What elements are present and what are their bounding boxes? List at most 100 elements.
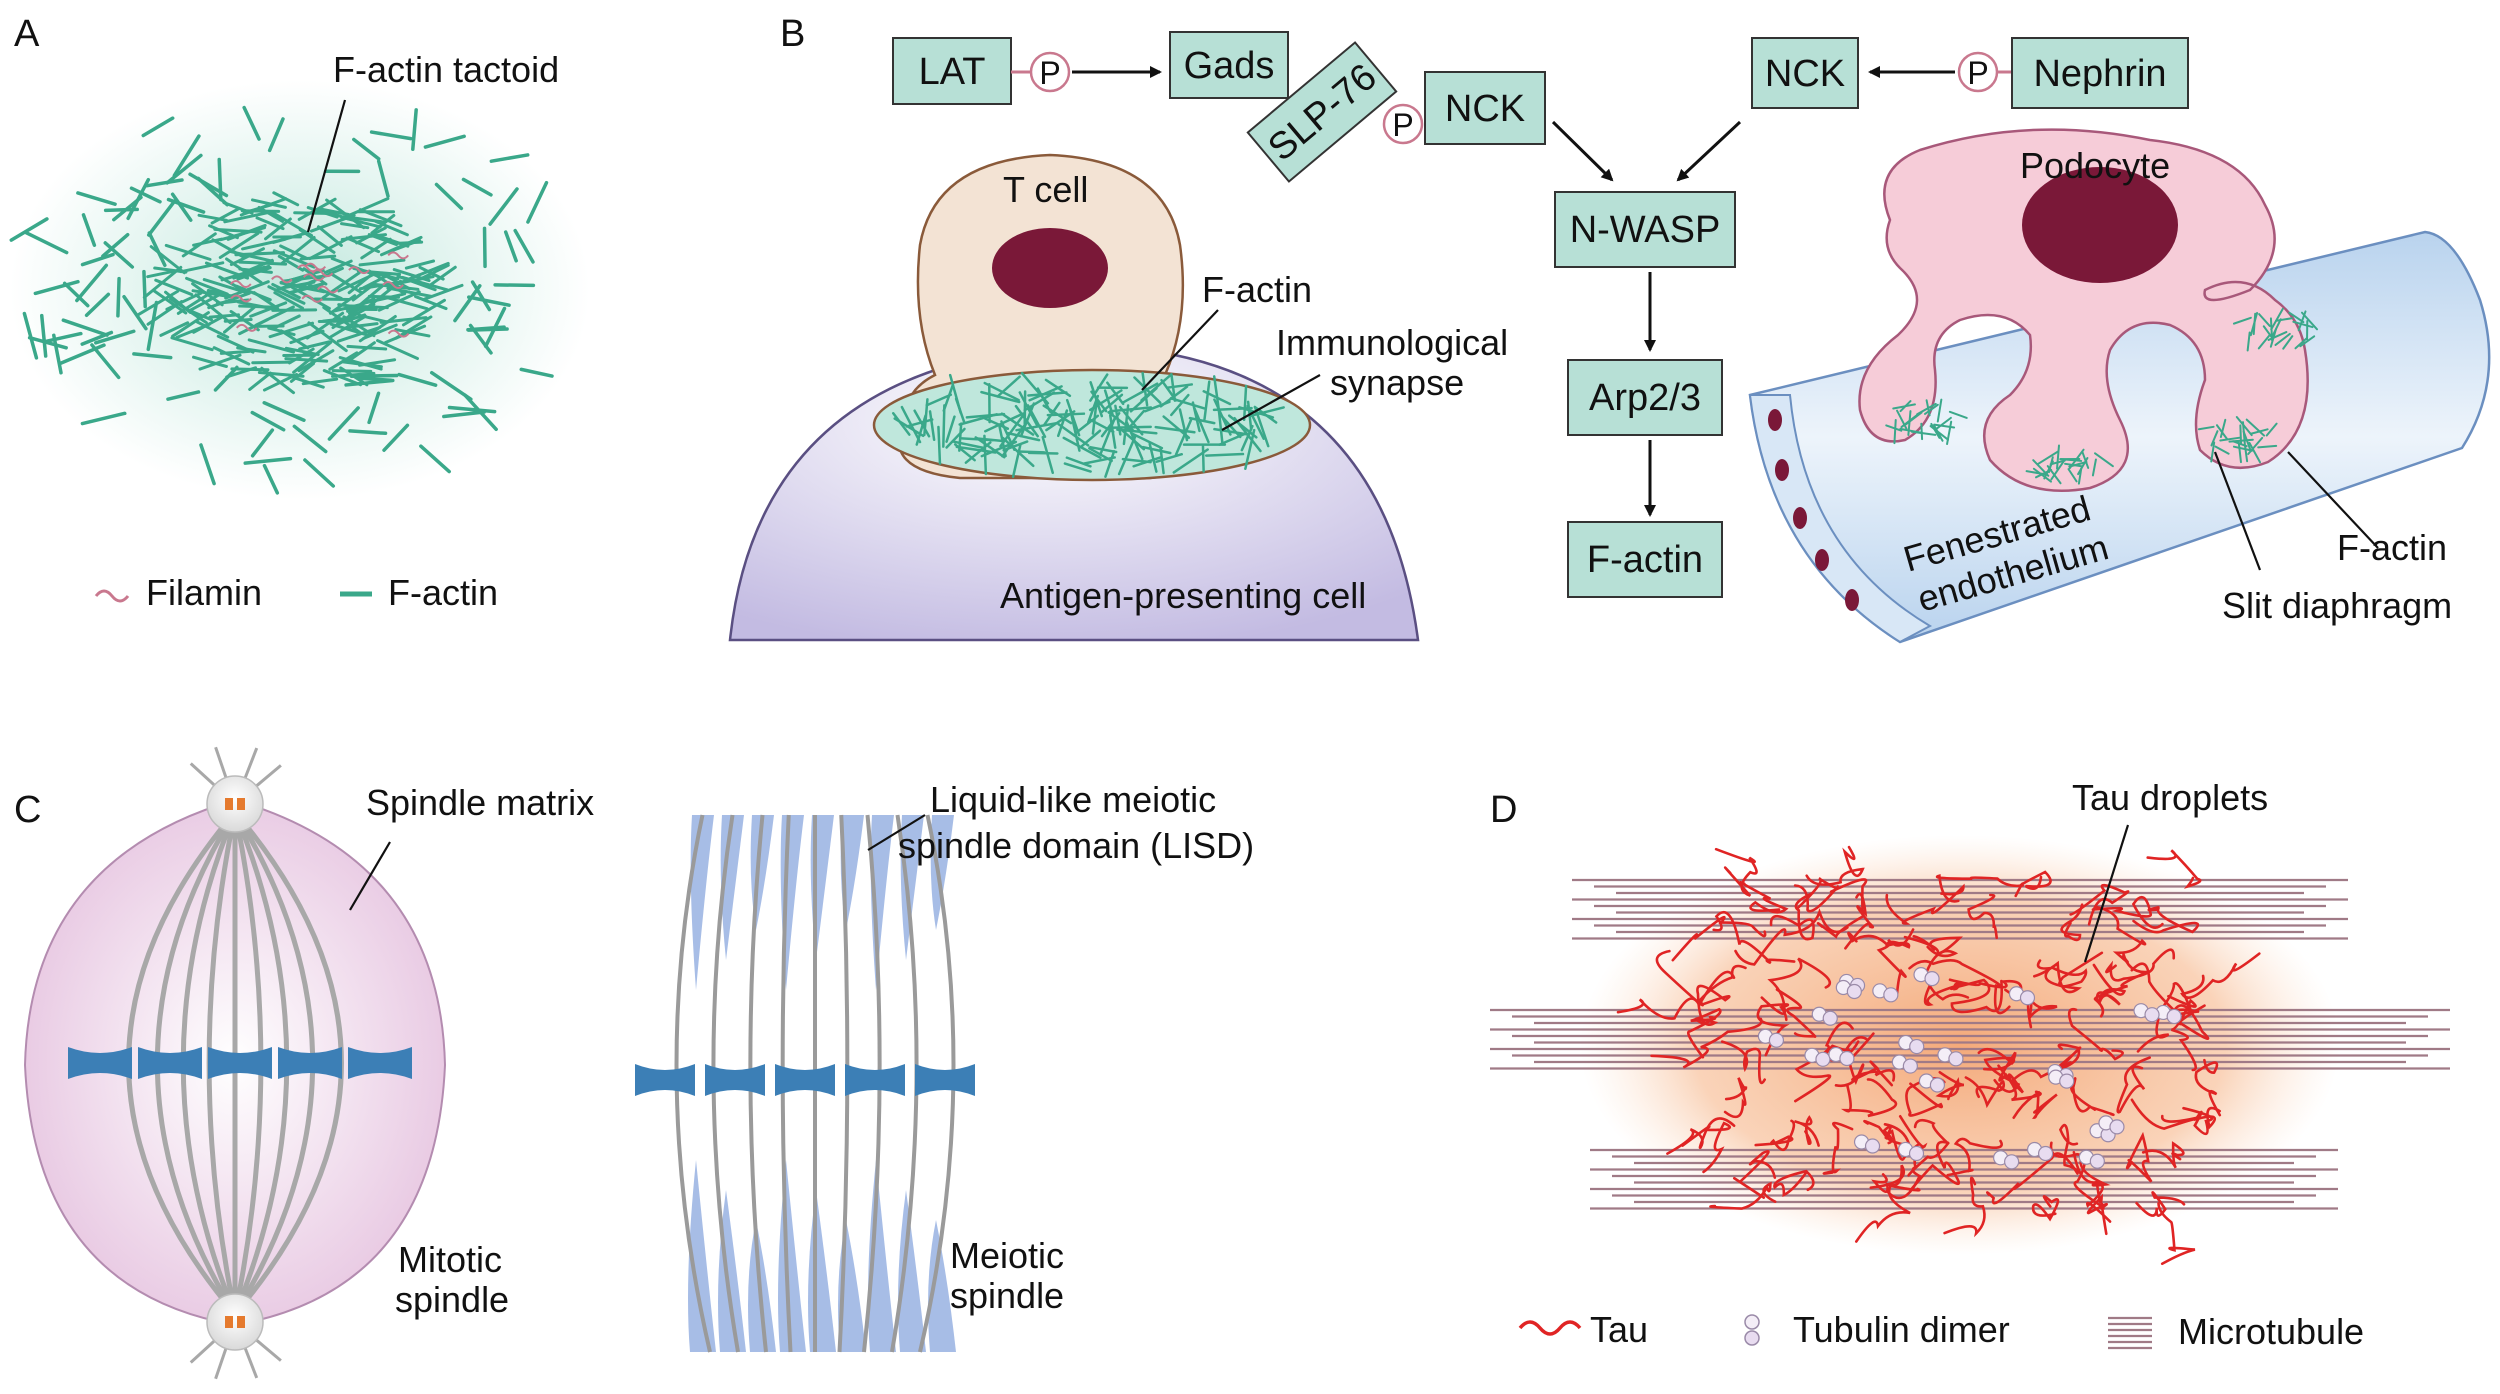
immunological-synapse bbox=[872, 368, 1312, 482]
tubulin-monomer bbox=[1908, 1145, 1925, 1162]
synapse-rod bbox=[1116, 428, 1158, 435]
factin-rod bbox=[466, 325, 506, 332]
factin-rod bbox=[170, 192, 193, 222]
factin-rod bbox=[243, 456, 293, 465]
filamin bbox=[316, 285, 339, 294]
factin-rod bbox=[287, 282, 325, 295]
apc-label: Antigen-presenting cell bbox=[1000, 575, 1366, 616]
factin-rod bbox=[369, 130, 413, 141]
synapse-rod bbox=[1001, 436, 1035, 468]
factin-rod bbox=[382, 423, 410, 452]
tau-strand bbox=[1946, 1137, 2003, 1177]
synapse-rod bbox=[1238, 406, 1275, 419]
factin-rod bbox=[197, 213, 229, 222]
factin-rod bbox=[81, 213, 97, 247]
podocyte-rod bbox=[2049, 459, 2066, 466]
tubulin-monomer bbox=[1864, 1138, 1881, 1154]
filamin bbox=[302, 273, 325, 282]
tubulin-legend-icon bbox=[1744, 1314, 1760, 1346]
factin-rod bbox=[179, 261, 225, 274]
tau-strand bbox=[1943, 1176, 1986, 1238]
synapse-rod bbox=[974, 437, 1005, 443]
factin-rod bbox=[199, 443, 216, 486]
factin-rod bbox=[284, 357, 329, 363]
podocyte-rod bbox=[2282, 335, 2294, 350]
factin-rod bbox=[349, 341, 376, 361]
factin-rod bbox=[298, 340, 331, 351]
tau-strand bbox=[2180, 952, 2261, 999]
factin-rod bbox=[146, 300, 184, 326]
podocyte-rod bbox=[2270, 307, 2284, 331]
factin-rod bbox=[467, 295, 511, 307]
legend-tubulin: Tubulin dimer bbox=[1793, 1309, 2010, 1350]
factin-rod bbox=[251, 360, 293, 365]
synapse-factin bbox=[891, 371, 1285, 478]
legend-tau: Tau bbox=[1590, 1309, 1648, 1350]
chromosome bbox=[348, 1047, 412, 1079]
podocyte-rod bbox=[2237, 441, 2242, 464]
tau-strand bbox=[2146, 849, 2202, 889]
podocyte-rod bbox=[1929, 425, 1950, 441]
factin-rod bbox=[301, 377, 339, 386]
tubulin-monomer bbox=[1948, 1051, 1964, 1067]
lisd-label-1: Liquid-like meiotic bbox=[930, 779, 1216, 820]
lisd-plume bbox=[900, 815, 924, 960]
synapse-rod bbox=[1227, 414, 1258, 439]
factin-rod bbox=[513, 228, 535, 264]
tau-strand bbox=[2157, 1202, 2196, 1266]
factin-rod bbox=[308, 235, 353, 261]
tau-strand bbox=[1885, 883, 1965, 925]
synapse-rod bbox=[952, 440, 986, 450]
tau-strand bbox=[1793, 877, 1840, 913]
factin-rod bbox=[234, 251, 286, 257]
synapse-rod bbox=[1011, 443, 1022, 478]
tau-strand bbox=[1694, 984, 1731, 1026]
factin-rod bbox=[357, 376, 393, 383]
tau-strand bbox=[2091, 895, 2164, 929]
factin-rod bbox=[303, 458, 336, 488]
synapse-rod bbox=[1062, 436, 1102, 459]
synapse-rod bbox=[1244, 428, 1256, 470]
factin-rod bbox=[367, 294, 400, 299]
factin-rod bbox=[322, 369, 363, 387]
synapse-label-1: Immunological bbox=[1276, 322, 1508, 363]
synapse-rod bbox=[937, 425, 942, 465]
endothelial-nucleus bbox=[1793, 507, 1807, 529]
tau-strand bbox=[1816, 878, 1868, 939]
tau-strand bbox=[1840, 1078, 1898, 1118]
endothelial-nuclei bbox=[1768, 409, 1859, 611]
factin-rod bbox=[358, 208, 403, 228]
factin-rod bbox=[192, 355, 228, 368]
factin-rod bbox=[376, 339, 419, 361]
tau-strand bbox=[1967, 893, 1998, 940]
factin-rod bbox=[356, 269, 402, 276]
lisd-plume bbox=[748, 1220, 776, 1352]
meiotic-label-1: Meiotic bbox=[950, 1235, 1064, 1276]
synapse-rod bbox=[1057, 422, 1090, 447]
synapse-rod bbox=[1088, 447, 1113, 463]
factin-rod bbox=[185, 276, 229, 296]
factin-rod bbox=[223, 210, 272, 224]
filamin bbox=[382, 280, 404, 289]
tau-strand bbox=[2095, 905, 2147, 964]
tubulin-monomer bbox=[1929, 1077, 1946, 1093]
synapse-rod bbox=[1104, 450, 1116, 478]
tau-strand bbox=[2132, 906, 2200, 934]
t-cell-label: T cell bbox=[1003, 169, 1088, 210]
synapse-rod bbox=[1065, 456, 1092, 468]
factin-rod bbox=[348, 282, 387, 316]
filamin bbox=[387, 329, 410, 338]
tau-strand bbox=[1723, 1077, 1748, 1119]
factin-rod bbox=[166, 390, 201, 401]
gads-box: Gads bbox=[1169, 31, 1289, 99]
synapse-rod bbox=[1169, 397, 1206, 410]
factin-rod bbox=[142, 265, 183, 299]
panel-b-letter: B bbox=[780, 13, 805, 55]
factin-rod bbox=[360, 237, 392, 260]
tau-strand bbox=[1769, 891, 1815, 941]
factin-rod bbox=[385, 296, 429, 311]
legend-factin: F-actin bbox=[388, 572, 498, 613]
endothelial-nucleus bbox=[1845, 589, 1859, 611]
tau-strand bbox=[2092, 963, 2127, 1006]
podocyte bbox=[1858, 128, 2309, 492]
